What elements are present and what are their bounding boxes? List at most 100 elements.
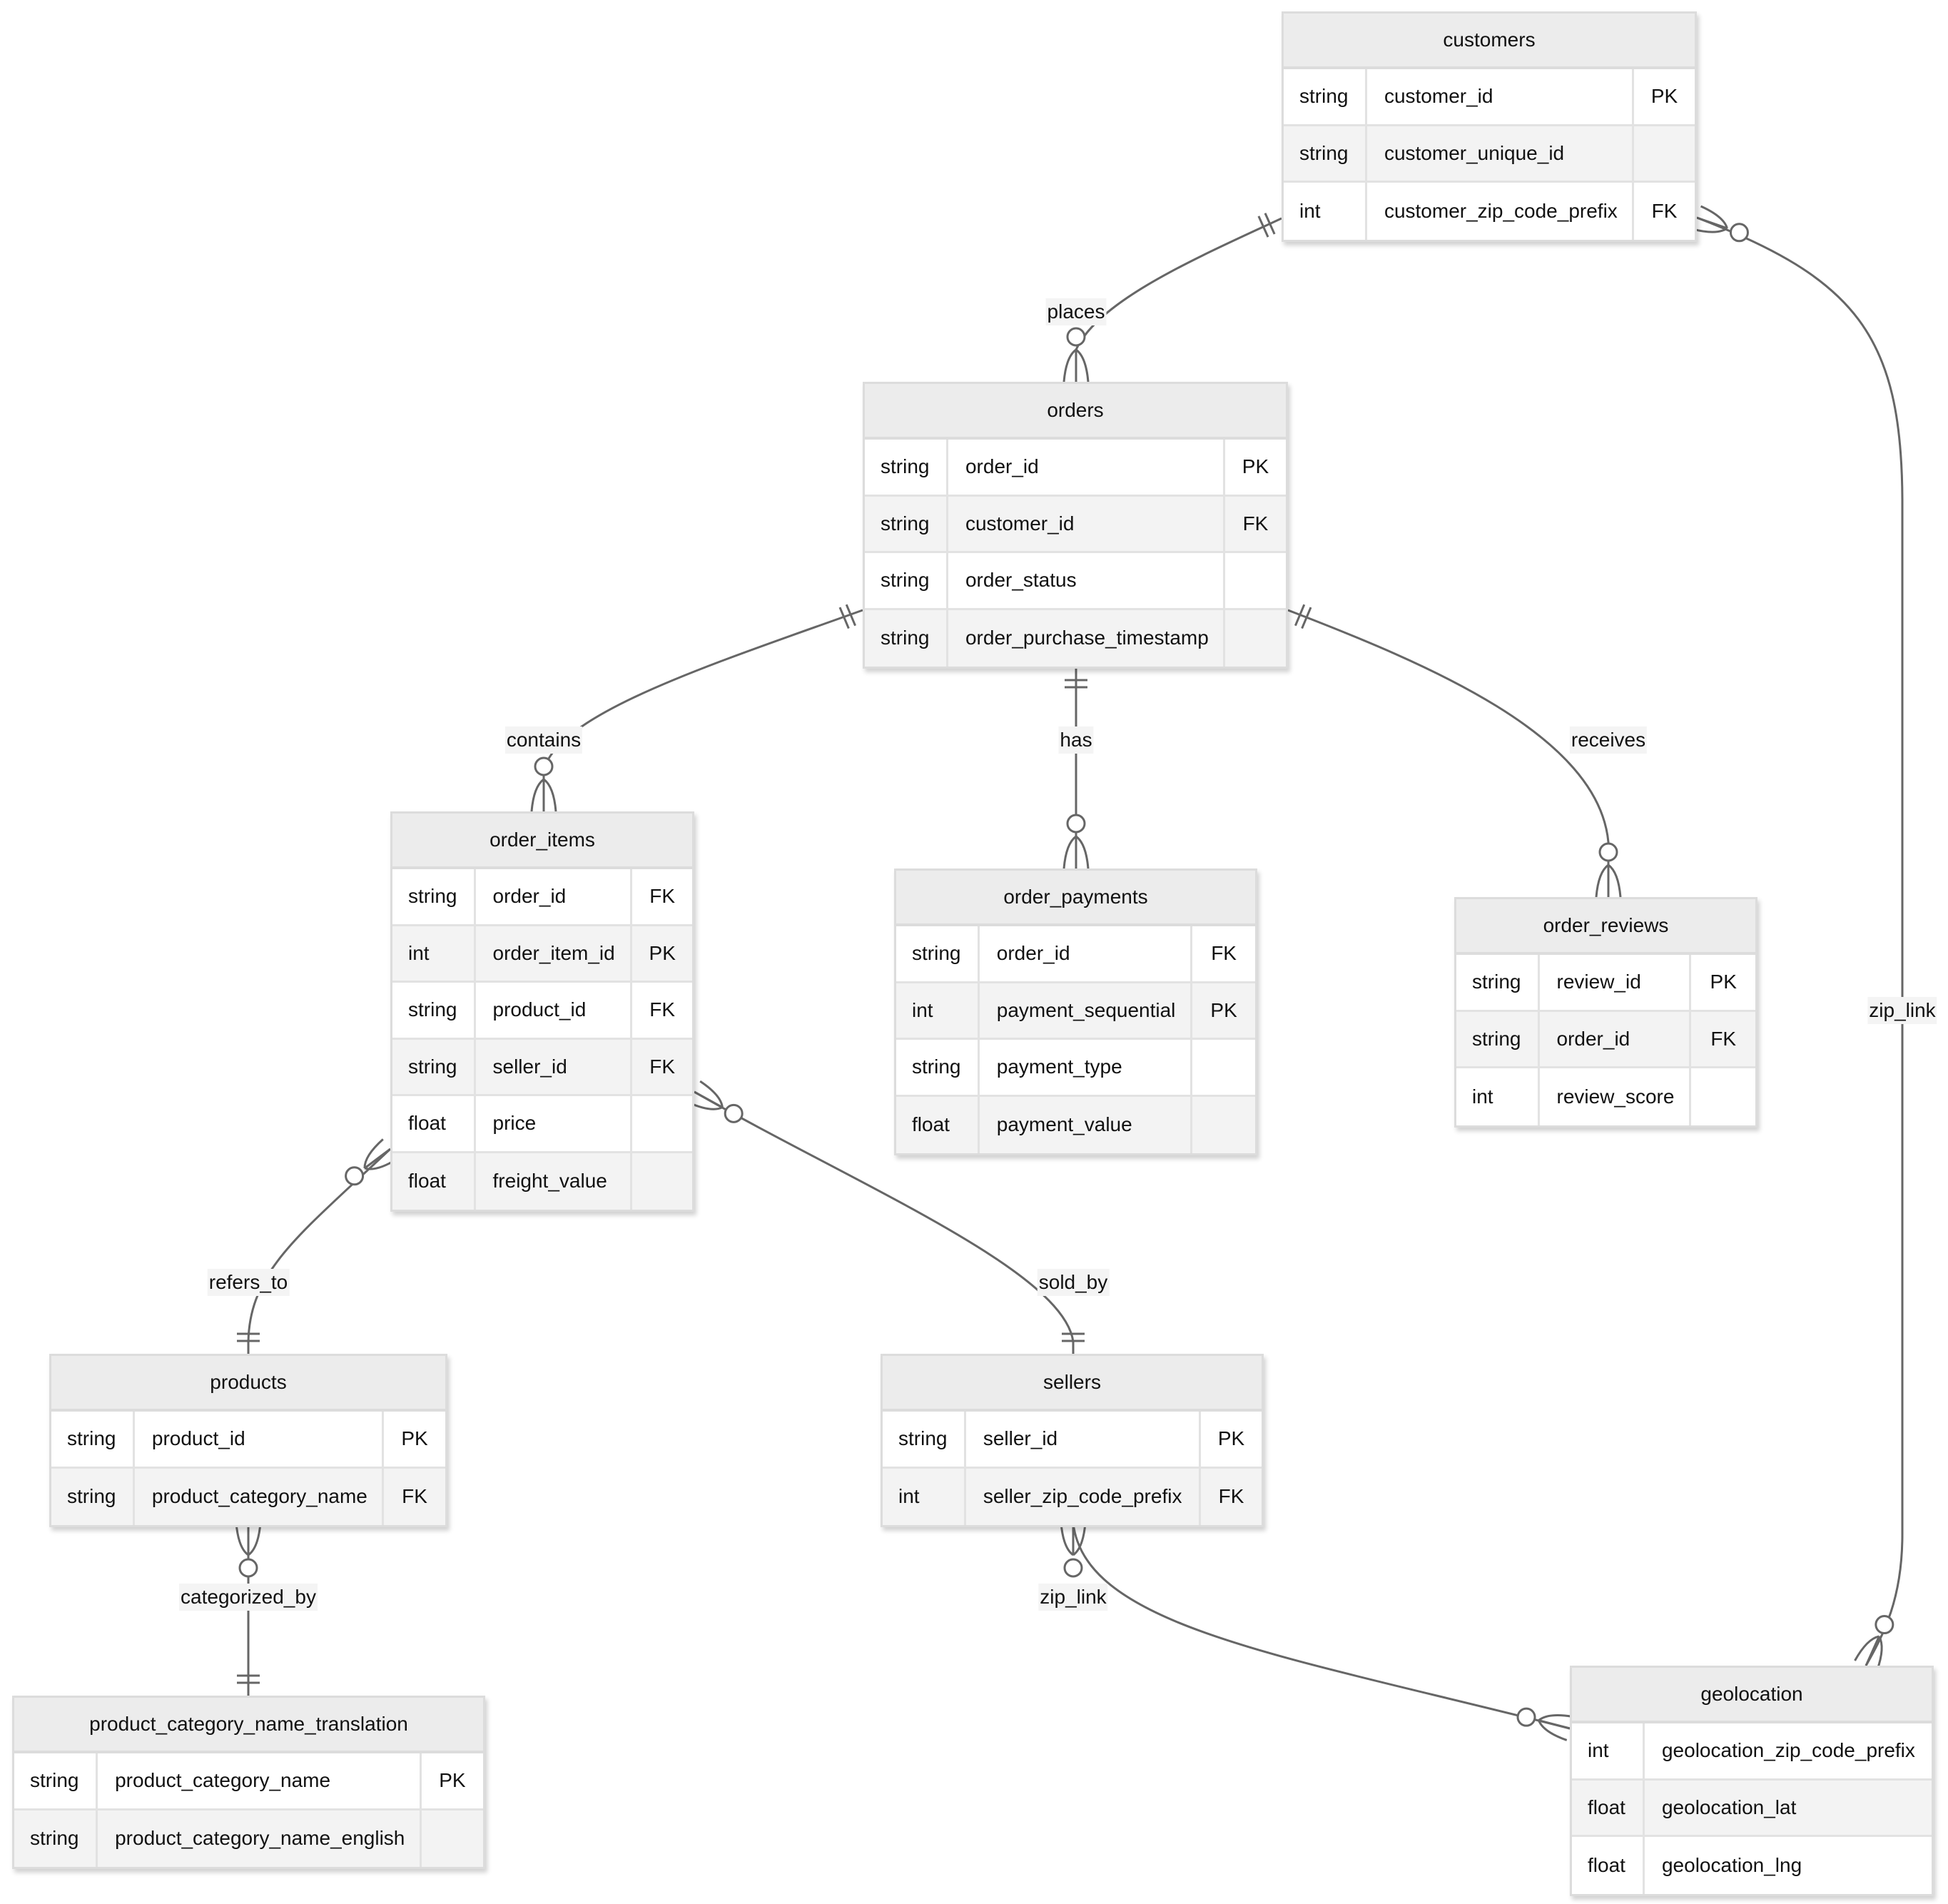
entity-title: order_payments	[896, 871, 1255, 926]
attribute-type: int	[883, 1468, 966, 1525]
cardinality-one-bar	[1294, 604, 1306, 627]
attribute-type: float	[1572, 1837, 1645, 1894]
attribute-key: FK	[649, 885, 676, 908]
relationship-label: zip_link	[1038, 1584, 1108, 1611]
relationship-receives[interactable]	[1287, 604, 1622, 898]
entity-title: sellers	[883, 1356, 1262, 1412]
attribute-name: geolocation_zip_code_prefix	[1661, 1739, 1915, 1762]
relationship-line	[247, 1148, 392, 1354]
attribute-name: customer_zip_code_prefix	[1367, 183, 1634, 240]
attribute-type: string	[865, 553, 948, 608]
relationship-label: zip_link	[1867, 997, 1937, 1024]
attribute-key	[1634, 126, 1695, 181]
attribute-name: review_id	[1540, 955, 1692, 1010]
attribute-key: FK	[1211, 942, 1237, 965]
attribute-type: string	[1456, 1011, 1540, 1066]
attribute-key: PK	[649, 941, 676, 964]
crows-foot-prong	[1700, 205, 1728, 229]
crows-foot-prong	[530, 778, 544, 812]
entity-title: product_category_name_translation	[14, 1698, 483, 1753]
attribute-type: float	[896, 1096, 980, 1153]
cardinality-zero-circle	[1063, 1558, 1083, 1578]
relationship-label: has	[1058, 726, 1094, 754]
attribute-name: geolocation_lat	[1661, 1796, 1797, 1818]
attribute-name: order_status	[948, 553, 1225, 608]
crows-foot-prong	[1075, 348, 1090, 383]
attribute-name: order_item_id	[476, 926, 633, 981]
cardinality-one-bar	[845, 604, 856, 627]
relationship-label: contains	[504, 726, 583, 754]
attribute-name: product_category_name	[98, 1753, 422, 1808]
crows-foot-center	[694, 1090, 724, 1109]
attribute-key: PK	[1210, 998, 1237, 1021]
attribute-key: FK	[402, 1485, 427, 1508]
crows-foot-prong	[1595, 864, 1609, 898]
attribute-name: seller_id	[476, 1039, 633, 1094]
attribute-name: freight_value	[476, 1153, 633, 1210]
attribute-key	[632, 1096, 692, 1151]
cardinality-one-bar	[1264, 213, 1276, 235]
relationship-refers-to[interactable]	[237, 1138, 398, 1354]
attribute-key: FK	[649, 998, 676, 1021]
attribute-name: product_category_name	[135, 1468, 385, 1525]
attribute-name: price	[476, 1096, 633, 1151]
crows-foot-prong	[1062, 348, 1077, 383]
relationship-places[interactable]	[1062, 213, 1282, 383]
attribute-key: PK	[1217, 1427, 1245, 1450]
entity-title: products	[51, 1356, 445, 1412]
relationship-label: categorized_by	[179, 1584, 318, 1611]
relationship-label: receives	[1569, 726, 1648, 754]
attribute-key	[1225, 610, 1286, 667]
attribute-type: int	[392, 926, 476, 981]
attribute-name: product_id	[135, 1412, 385, 1467]
relationship-sold-by[interactable]	[688, 1080, 1085, 1354]
attribute-type: float	[392, 1153, 476, 1210]
attribute-type: string	[1284, 126, 1367, 181]
crows-foot-prong	[1538, 1720, 1568, 1741]
entity-title: order_reviews	[1456, 899, 1755, 955]
attribute-name: seller_zip_code_prefix	[966, 1468, 1202, 1525]
attribute-name: product_category_name_english	[98, 1810, 422, 1867]
relationship-zip-link-sellers[interactable]	[1060, 1522, 1573, 1741]
attribute-key: PK	[1710, 971, 1737, 993]
crows-foot-prong	[363, 1138, 384, 1169]
cardinality-zero-circle	[238, 1558, 258, 1578]
entity-title: orders	[865, 384, 1286, 440]
relationship-contains[interactable]	[530, 604, 863, 812]
attribute-type: float	[1572, 1780, 1645, 1835]
attribute-key: FK	[649, 1055, 676, 1078]
attribute-type: string	[1456, 955, 1540, 1010]
cardinality-zero-circle	[1598, 842, 1618, 862]
relationship-has[interactable]	[1062, 667, 1090, 869]
attribute-name: seller_id	[966, 1412, 1202, 1467]
attribute-type: string	[392, 983, 476, 1038]
crows-foot-prong	[1538, 1714, 1573, 1721]
relationship-line	[1287, 609, 1610, 897]
cardinality-zero-circle	[1875, 1615, 1894, 1635]
relationship-zip-link-customers[interactable]	[1693, 205, 1904, 1671]
attribute-name: order_id	[1540, 1011, 1692, 1066]
cardinality-one-bar	[1257, 216, 1269, 238]
attribute-type: string	[51, 1468, 135, 1525]
attribute-type: string	[896, 1040, 980, 1095]
attribute-type: string	[14, 1753, 98, 1808]
attribute-key	[1225, 553, 1286, 608]
crows-foot-center	[364, 1148, 391, 1170]
